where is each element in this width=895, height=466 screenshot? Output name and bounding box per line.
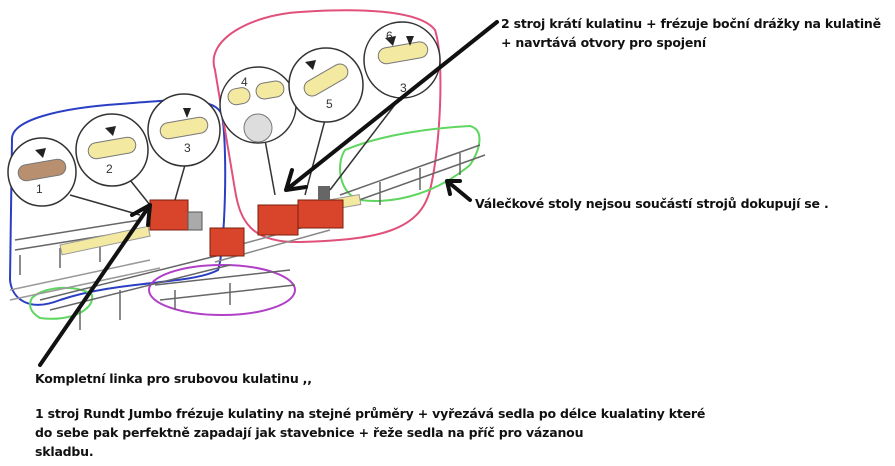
arrow-to-machine2 (284, 20, 499, 192)
annotation-line: 2 stroj krátí kulatinu + frézuje boční d… (501, 16, 881, 31)
machine-2 (257, 186, 344, 236)
arrow-to-machine1 (38, 203, 152, 367)
annotation-machine1: 1 stroj Rundt Jumbo frézuje kulatiny na … (35, 404, 705, 461)
annotation-line: + navrtává otvory pro spojení (501, 35, 706, 50)
bubble-logs (17, 41, 429, 182)
step-label: 6 (386, 29, 393, 43)
bubble-arrows (35, 36, 414, 158)
blue-outline-machine1 (8, 99, 227, 306)
step-label: 4 (241, 75, 248, 89)
step-label: 1 (36, 182, 43, 196)
annotation-machine2: 2 stroj krátí kulatinu + frézuje boční d… (501, 14, 881, 52)
annotation-roller-tables: Válečkové stoly nejsou součástí strojů d… (475, 196, 829, 211)
annotation-line: skladbu. (35, 444, 94, 459)
machine-1 (149, 199, 203, 231)
step-label: 3 (184, 141, 191, 155)
pointer-arrows (38, 20, 499, 367)
step-label: 5 (326, 97, 333, 111)
step-label: 3 (400, 81, 407, 95)
annotation-line: 1 stroj Rundt Jumbo frézuje kulatiny na … (35, 406, 706, 421)
machine-1b (209, 227, 245, 257)
annotation-line: do sebe pak perfektně zapadají jak stave… (35, 425, 584, 440)
annotation-line-title: Kompletní linka pro srubovou kulatinu ,, (35, 371, 312, 386)
arrow-to-roller-table (445, 179, 472, 202)
green-outline-roller-table (339, 124, 481, 202)
green-outline-small (29, 286, 94, 320)
purple-outline-roller-table (148, 264, 296, 316)
step-label: 2 (106, 162, 113, 176)
